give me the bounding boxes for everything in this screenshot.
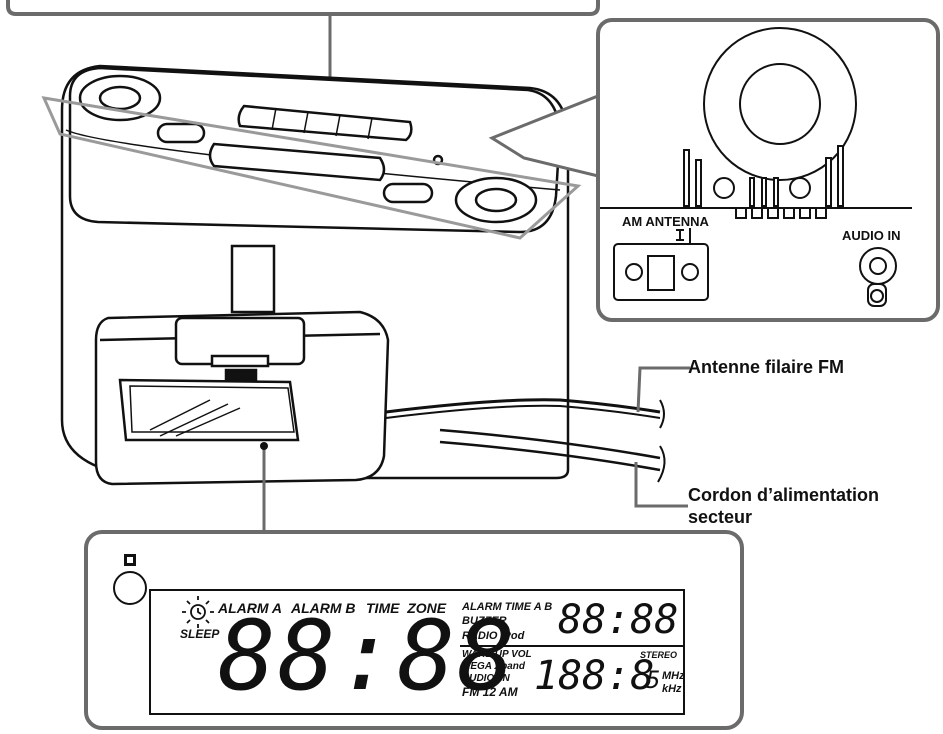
small-button-left (156, 122, 206, 144)
small-button-right (382, 182, 434, 204)
top-callout-frame (6, 0, 600, 16)
mega-xpand-indicator: MEGA Xpand (462, 661, 525, 672)
speaker-cap (739, 63, 821, 145)
stereo-indicator: STEREO (640, 650, 678, 660)
unit-top-surface (68, 66, 562, 234)
sleep-indicator: SLEEP (180, 627, 220, 641)
audio-in-indicator: AUDIO IN (462, 673, 510, 684)
button-row (237, 104, 413, 142)
mhz-indicator: MHz (662, 670, 685, 682)
alarm-time-digits: 88:88 (558, 597, 679, 643)
dock-display-window (118, 378, 300, 442)
khz-indicator: kHz (662, 683, 682, 695)
ir-sensor (113, 571, 147, 605)
audio-in-label: AUDIO IN (842, 228, 901, 243)
lcd-panel (84, 530, 744, 730)
radio-ipod-indicator: RADIO iPod (462, 630, 525, 642)
main-time-digits: 88:88 (218, 600, 517, 712)
lcd-screen (149, 589, 685, 715)
wake-up-vol-indicator: WAKE UP VOL (462, 649, 532, 660)
power-cord-leader (634, 462, 688, 508)
sun-icon (182, 596, 214, 628)
display-slot (208, 142, 386, 182)
power-cord-label-line1: Cordon d’alimentation (688, 485, 879, 505)
alarm-a-indicator: ALARM A (218, 600, 283, 616)
time-zone-indicator: TIME ZONE (366, 600, 447, 616)
alarm-time-ab-indicator: ALARM TIME A B (462, 601, 553, 613)
power-cord-label-line2: secteur (688, 507, 753, 527)
rear-panel-inset: AM ANTENNA AUDIO IN (488, 18, 940, 322)
frequency-last-digit: 5 (646, 666, 661, 694)
fm-antenna-label: Antenne filaire FM (688, 357, 845, 377)
clock-radio-unit (60, 64, 570, 486)
buzzer-indicator: BUZZER (462, 615, 507, 627)
alarm-b-indicator: ALARM B (291, 600, 356, 616)
frequency-digits: 188:8 (534, 653, 655, 699)
am-antenna-label: AM ANTENNA (622, 214, 710, 229)
fm-antenna-leader (636, 366, 690, 413)
fm-12-am-indicator: FM 12 AM (462, 685, 518, 699)
top-surface-highlight (41, 96, 582, 240)
dock-back-plate (230, 244, 276, 314)
